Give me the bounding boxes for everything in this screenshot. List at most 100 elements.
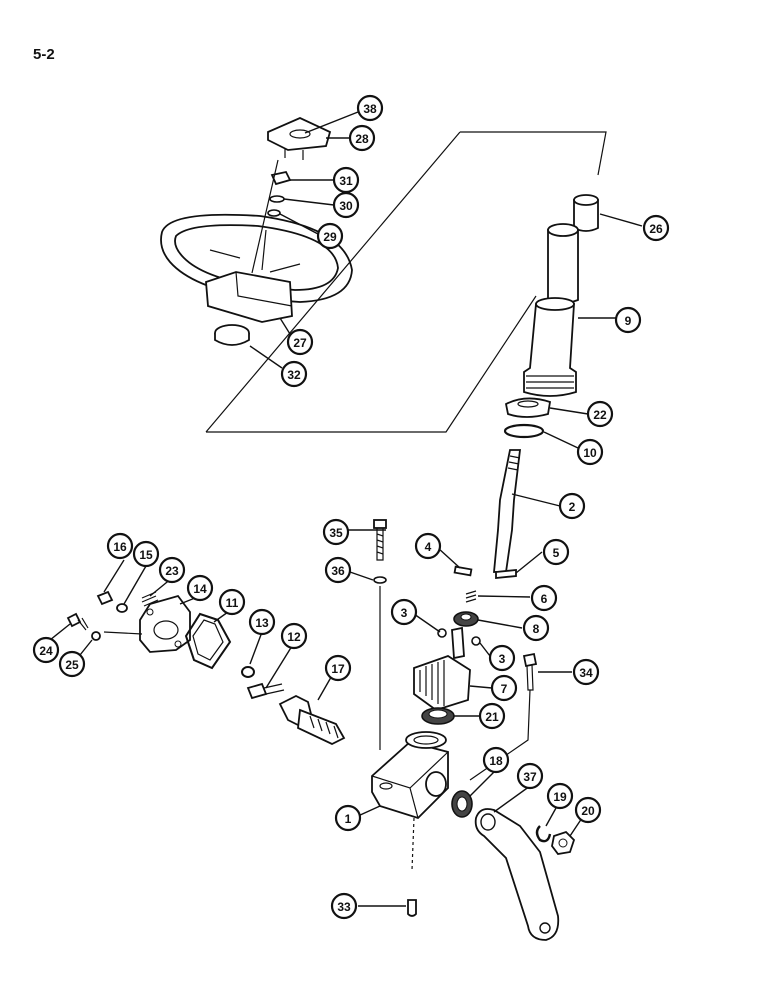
small-ring-right bbox=[471, 636, 481, 646]
callout-label: 32 bbox=[287, 368, 301, 382]
callout-label: 8 bbox=[533, 622, 540, 636]
callout-c16: 16 bbox=[106, 532, 134, 560]
callout-label: 11 bbox=[226, 596, 239, 610]
callout-label: 6 bbox=[541, 592, 548, 606]
callout-circle bbox=[186, 574, 214, 602]
callout-c33: 33 bbox=[330, 892, 358, 920]
callout-c14: 14 bbox=[186, 574, 214, 602]
center-axis-line bbox=[251, 159, 279, 274]
callout-c7: 7 bbox=[490, 674, 518, 702]
callout-c28: 28 bbox=[348, 124, 376, 152]
callout-label: 27 bbox=[293, 336, 307, 350]
callout-circle bbox=[324, 654, 352, 682]
o-ring-part bbox=[503, 423, 545, 439]
steering-box-housing-part bbox=[371, 731, 449, 820]
callout-c5: 5 bbox=[542, 538, 570, 566]
callout-c3a: 3 bbox=[390, 598, 418, 626]
callout-circle bbox=[218, 588, 246, 616]
callout-c27: 27 bbox=[286, 328, 314, 356]
callout-c24: 24 bbox=[32, 636, 60, 664]
callout-label: 38 bbox=[363, 102, 377, 116]
callout-label: 25 bbox=[65, 658, 79, 672]
callout-label: 30 bbox=[339, 199, 353, 213]
side-cover-part bbox=[139, 594, 191, 653]
callout-label: 19 bbox=[553, 790, 567, 804]
callout-label: 18 bbox=[489, 754, 503, 768]
callout-circle bbox=[546, 782, 574, 810]
callout-label: 12 bbox=[287, 630, 301, 644]
dowel-axis bbox=[411, 817, 415, 871]
callout-circle bbox=[158, 556, 186, 584]
callout-circle bbox=[322, 518, 350, 546]
pin-part bbox=[453, 565, 473, 577]
callout-circle bbox=[478, 702, 506, 730]
callout-circle bbox=[356, 94, 384, 122]
callout-circle bbox=[332, 191, 360, 219]
sector-shaft-part bbox=[278, 694, 346, 746]
callout-circle bbox=[642, 214, 670, 242]
callout-circle bbox=[58, 650, 86, 678]
page-number: 5-2 bbox=[33, 46, 55, 63]
lock-washer-part-19 bbox=[535, 825, 552, 843]
callout-label: 24 bbox=[39, 644, 53, 658]
callout-c12: 12 bbox=[280, 622, 308, 650]
column-frame-outline bbox=[205, 131, 607, 433]
callout-circle bbox=[482, 746, 510, 774]
callout-c34: 34 bbox=[572, 658, 600, 686]
callout-label: 28 bbox=[355, 132, 369, 146]
callout-label: 16 bbox=[113, 540, 127, 554]
callout-circle bbox=[286, 328, 314, 356]
hub-cap-part bbox=[214, 324, 250, 346]
callout-label: 15 bbox=[139, 548, 153, 562]
callout-circle bbox=[614, 306, 642, 334]
callout-c26: 26 bbox=[642, 214, 670, 242]
worm-gear-part bbox=[413, 626, 471, 711]
callout-label: 36 bbox=[331, 564, 345, 578]
washer-part bbox=[267, 209, 281, 217]
callout-label: 29 bbox=[323, 230, 337, 244]
callout-label: 31 bbox=[339, 174, 353, 188]
bearing-part-8 bbox=[453, 611, 479, 627]
callout-c2: 2 bbox=[558, 492, 586, 520]
gasket-part bbox=[184, 612, 232, 670]
callout-circle bbox=[414, 532, 442, 560]
callout-circle bbox=[316, 222, 344, 250]
callout-c21: 21 bbox=[478, 702, 506, 730]
bushing-part bbox=[573, 194, 599, 232]
callout-label: 21 bbox=[485, 710, 499, 724]
callout-circle bbox=[348, 124, 376, 152]
washer-part-36 bbox=[373, 576, 387, 584]
callout-c31: 31 bbox=[332, 166, 360, 194]
callout-label: 3 bbox=[499, 652, 506, 666]
callout-circle bbox=[248, 608, 276, 636]
adjuster-screw-part bbox=[246, 682, 285, 700]
dowel-pin-part bbox=[407, 899, 417, 917]
callout-c9: 9 bbox=[614, 306, 642, 334]
callout-c30: 30 bbox=[332, 191, 360, 219]
callout-c22: 22 bbox=[586, 400, 614, 428]
callout-label: 14 bbox=[193, 582, 207, 596]
nut-part-16 bbox=[96, 590, 114, 606]
steering-wheel-part bbox=[160, 213, 353, 323]
callout-c6: 6 bbox=[530, 584, 558, 612]
bolt-part-5 bbox=[495, 569, 517, 579]
washer-part-25 bbox=[91, 631, 101, 641]
callout-circle bbox=[576, 438, 604, 466]
callout-c13: 13 bbox=[248, 608, 276, 636]
callout-c25: 25 bbox=[58, 650, 86, 678]
callout-circle bbox=[390, 598, 418, 626]
callout-circle bbox=[522, 614, 550, 642]
callout-label: 26 bbox=[649, 222, 663, 236]
callout-circle bbox=[488, 644, 516, 672]
callout-c3b: 3 bbox=[488, 644, 516, 672]
callout-c4: 4 bbox=[414, 532, 442, 560]
callout-circle bbox=[280, 622, 308, 650]
bolt-part-24 bbox=[66, 612, 89, 631]
pitman-arm-part bbox=[474, 808, 560, 941]
callout-circle bbox=[558, 492, 586, 520]
callout-circle bbox=[586, 400, 614, 428]
callout-circle bbox=[334, 804, 362, 832]
callout-c11: 11 bbox=[218, 588, 246, 616]
nut-part-20 bbox=[551, 830, 576, 855]
column-tube-part bbox=[547, 223, 579, 304]
